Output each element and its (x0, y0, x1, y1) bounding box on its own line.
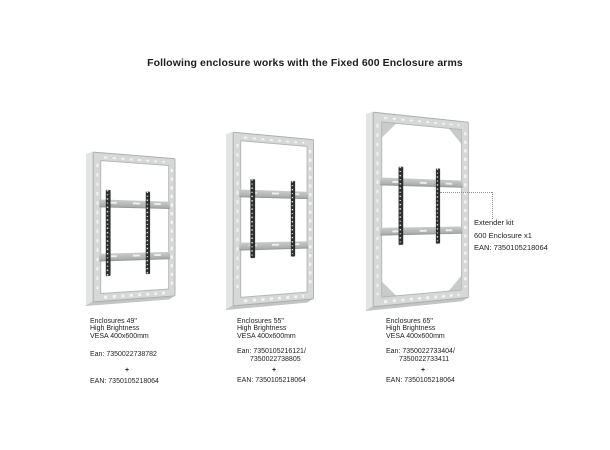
callout-connector-vertical (492, 192, 493, 219)
vesa-rail-right (145, 191, 150, 275)
spec-brightness: High Brightness (237, 325, 287, 333)
spec-vesa: VESA 400x600mm (237, 332, 296, 340)
spec-plus-sign: + (420, 366, 426, 374)
enclosure-frame (372, 111, 469, 308)
spec-vesa: VESA 400x600mm (90, 332, 149, 340)
perforation-strip-left (236, 143, 239, 295)
perforation-strip-right (309, 149, 312, 289)
vesa-rail-right (435, 168, 440, 244)
callout-subtitle: 600 Enclosure x1 (474, 230, 532, 240)
vesa-rail-left (250, 179, 255, 259)
enclosure-55-illustration (225, 131, 319, 313)
spec-plus-sign: + (271, 366, 277, 374)
enclosure-frame (92, 151, 176, 303)
spec-vesa: VESA 400x600mm (386, 332, 445, 340)
enclosure-side-panel (86, 151, 93, 306)
spec-enclosure-55: Enclosures 55" High Brightness VESA 400x… (237, 318, 357, 385)
spec-ean-secondary: 7350022738805 (250, 355, 301, 363)
perforation-strip-right (170, 168, 173, 286)
spec-ean-secondary: 7350022733411 (399, 355, 450, 363)
vesa-rail-left (105, 189, 111, 277)
spec-size-label: Enclosures 65" (386, 318, 433, 325)
page-title: Following enclosure works with the Fixed… (147, 57, 463, 69)
vesa-rail-right (290, 180, 295, 257)
enclosure-opening (381, 121, 462, 298)
perforation-strip-right (464, 132, 467, 288)
spec-ean-arms: EAN: 7350105218064 (90, 377, 159, 385)
callout-title: Extender kit (474, 218, 514, 227)
spec-ean-arms: EAN: 7350105218064 (237, 377, 306, 385)
spec-ean-primary: Ean: 7350022733404/ (386, 348, 455, 356)
enclosure-65-illustration (365, 111, 471, 314)
perforation-strip-left (96, 163, 99, 291)
enclosure-side-panel (366, 111, 373, 311)
spec-enclosure-49: Enclosures 49" High Brightness VESA 400x… (90, 318, 210, 385)
spec-brightness: High Brightness (386, 325, 436, 333)
spec-ean-primary: Ean: 7350022738782 (90, 351, 157, 359)
spec-ean-primary: Ean: 7350105216121/ (237, 348, 306, 356)
spec-plus-sign: + (124, 366, 130, 374)
enclosure-49-illustration (85, 151, 176, 309)
vesa-rail-left (398, 166, 403, 245)
spec-ean-arms: EAN: 7350105218064 (386, 377, 455, 385)
enclosure-opening (100, 160, 170, 295)
perforation-strip-left (376, 123, 379, 296)
spec-size-label: Enclosures 55" (237, 318, 284, 325)
enclosure-side-panel (226, 131, 233, 310)
extender-kit-callout: Extender kit 600 Enclosure x1 EAN: 73501… (474, 217, 548, 255)
spec-brightness: High Brightness (90, 325, 140, 333)
enclosure-frame (232, 131, 314, 307)
callout-connector-horizontal (440, 192, 492, 193)
spec-size-label: Enclosures 49" (90, 318, 137, 325)
spec-enclosure-65: Enclosures 65" High Brightness VESA 400x… (386, 318, 506, 385)
callout-ean: EAN: 7350105218064 (474, 243, 548, 252)
